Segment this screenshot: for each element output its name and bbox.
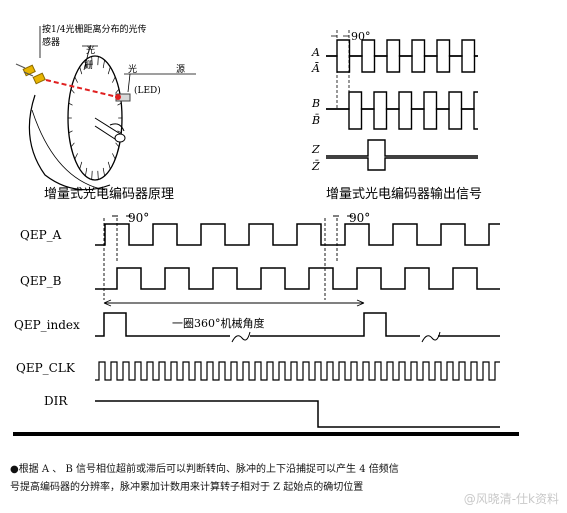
signal-b-bar-label: B̄ (311, 114, 320, 127)
revolution-label: 一圈360°机械角度 (172, 316, 265, 330)
qep-index-wave-1 (95, 312, 230, 337)
disk-tick (112, 76, 116, 83)
disk-tick (68, 130, 73, 134)
encoder-wheel-outline (28, 94, 111, 191)
disk-tick (102, 59, 105, 69)
led-label: (LED) (134, 85, 161, 96)
note-line-1: ●根据 A 、 B 信号相位超前或滞后可以判断转向、脉冲的上下沿捕捉可以产生 4… (10, 464, 399, 475)
disk-tick (117, 102, 122, 106)
output-caption: 增量式光电编码器输出信号 (326, 187, 483, 202)
led-icon (115, 93, 131, 102)
disk-tick (70, 142, 75, 148)
disk-tick (91, 56, 93, 66)
rotation-arrow (109, 123, 125, 132)
sensor-label-2: 感器 (42, 36, 60, 48)
qep-b-label: QEP_B (20, 274, 62, 288)
qep-a-wave (95, 223, 500, 246)
principle-caption: 增量式光电编码器原理 (44, 187, 175, 202)
signal-b-wave (326, 91, 478, 110)
phase-angle-label-left: 90° (128, 211, 149, 225)
disk-tick (79, 161, 83, 170)
disk-tick (107, 161, 111, 170)
dir-label: DIR (44, 394, 68, 408)
grating-leader (82, 45, 98, 71)
disk-tick (85, 167, 88, 177)
disk-tick (91, 170, 93, 180)
bottom-rule (13, 432, 519, 436)
shaft (94, 117, 123, 142)
signal-a-wave (326, 39, 478, 57)
grating-label-2: 栅 (84, 59, 93, 71)
encoder-wheel-rim (31, 109, 106, 191)
qep-index-label: QEP_index (14, 318, 80, 332)
light-beam (45, 79, 131, 101)
disk-tick (117, 130, 122, 134)
signal-b-bar-wave (326, 108, 478, 130)
disk-ticks (68, 56, 122, 180)
disk-tick (97, 56, 99, 66)
source-label-2: 源 (176, 64, 185, 75)
qep-index-break-2 (421, 331, 441, 343)
disk-tick (85, 59, 88, 69)
qep-a-label: QEP_A (20, 228, 62, 242)
timing-waveforms (95, 218, 500, 428)
signal-z-bar-wave (326, 157, 478, 171)
disk-tick (68, 102, 73, 106)
qep-clk-wave (95, 361, 500, 381)
dir-wave (95, 400, 500, 428)
signal-z-label: Z (311, 143, 320, 156)
signal-a-bar-wave (326, 55, 478, 73)
signal-z-bar-label: Z̄ (311, 160, 320, 173)
signal-b-label: B (311, 97, 320, 110)
disk-tick (79, 66, 83, 75)
qep-b-wave (95, 267, 500, 290)
disk-tick (70, 88, 75, 94)
note-line-2: 号提高编码器的分辨率，脉冲累加计数用来计算转子相对于 Z 起始点的确切位置 (10, 482, 364, 493)
qep-index-break-1 (231, 331, 251, 343)
sensor-label-1: 按1/4光栅距离分布的光传 (42, 23, 147, 35)
disk-tick (74, 153, 78, 160)
qep-clk-label: QEP_CLK (16, 361, 76, 375)
source-label-1: 光 (128, 63, 137, 75)
disk-tick (107, 66, 111, 75)
watermark: @风晓清-仕k资料 (463, 492, 559, 506)
encoder-principle-figure: 按1/4光栅距离分布的光传 感器 光 栅 光 源 (LED) (15, 23, 196, 191)
photo-sensors (15, 63, 46, 85)
signal-a-label: A (311, 46, 320, 59)
source-leader (124, 73, 196, 93)
disk-tick (115, 142, 120, 148)
disk-tick (74, 76, 78, 83)
signal-z-wave (326, 139, 478, 157)
revolution-span-arrows (103, 299, 365, 307)
qep-timing-diagram: QEP_A QEP_B QEP_index QEP_CLK DIR 90° 90… (13, 211, 519, 436)
shaft-end (114, 133, 126, 143)
disk-tick (112, 153, 116, 160)
phase-angle-label-right: 90° (349, 211, 370, 225)
output-waveforms (326, 39, 478, 171)
qep-index-wave-2 (250, 312, 420, 337)
signal-a-bar-label: Ā (311, 62, 320, 75)
disk-tick (97, 170, 99, 180)
phase-angle-label: 90° (351, 30, 371, 43)
grating-label-1: 光 (86, 44, 95, 56)
encoder-output-figure: 90° A Ā B B̄ Z Z̄ (311, 30, 478, 173)
disk-tick (115, 88, 120, 94)
disk-tick (102, 167, 105, 177)
